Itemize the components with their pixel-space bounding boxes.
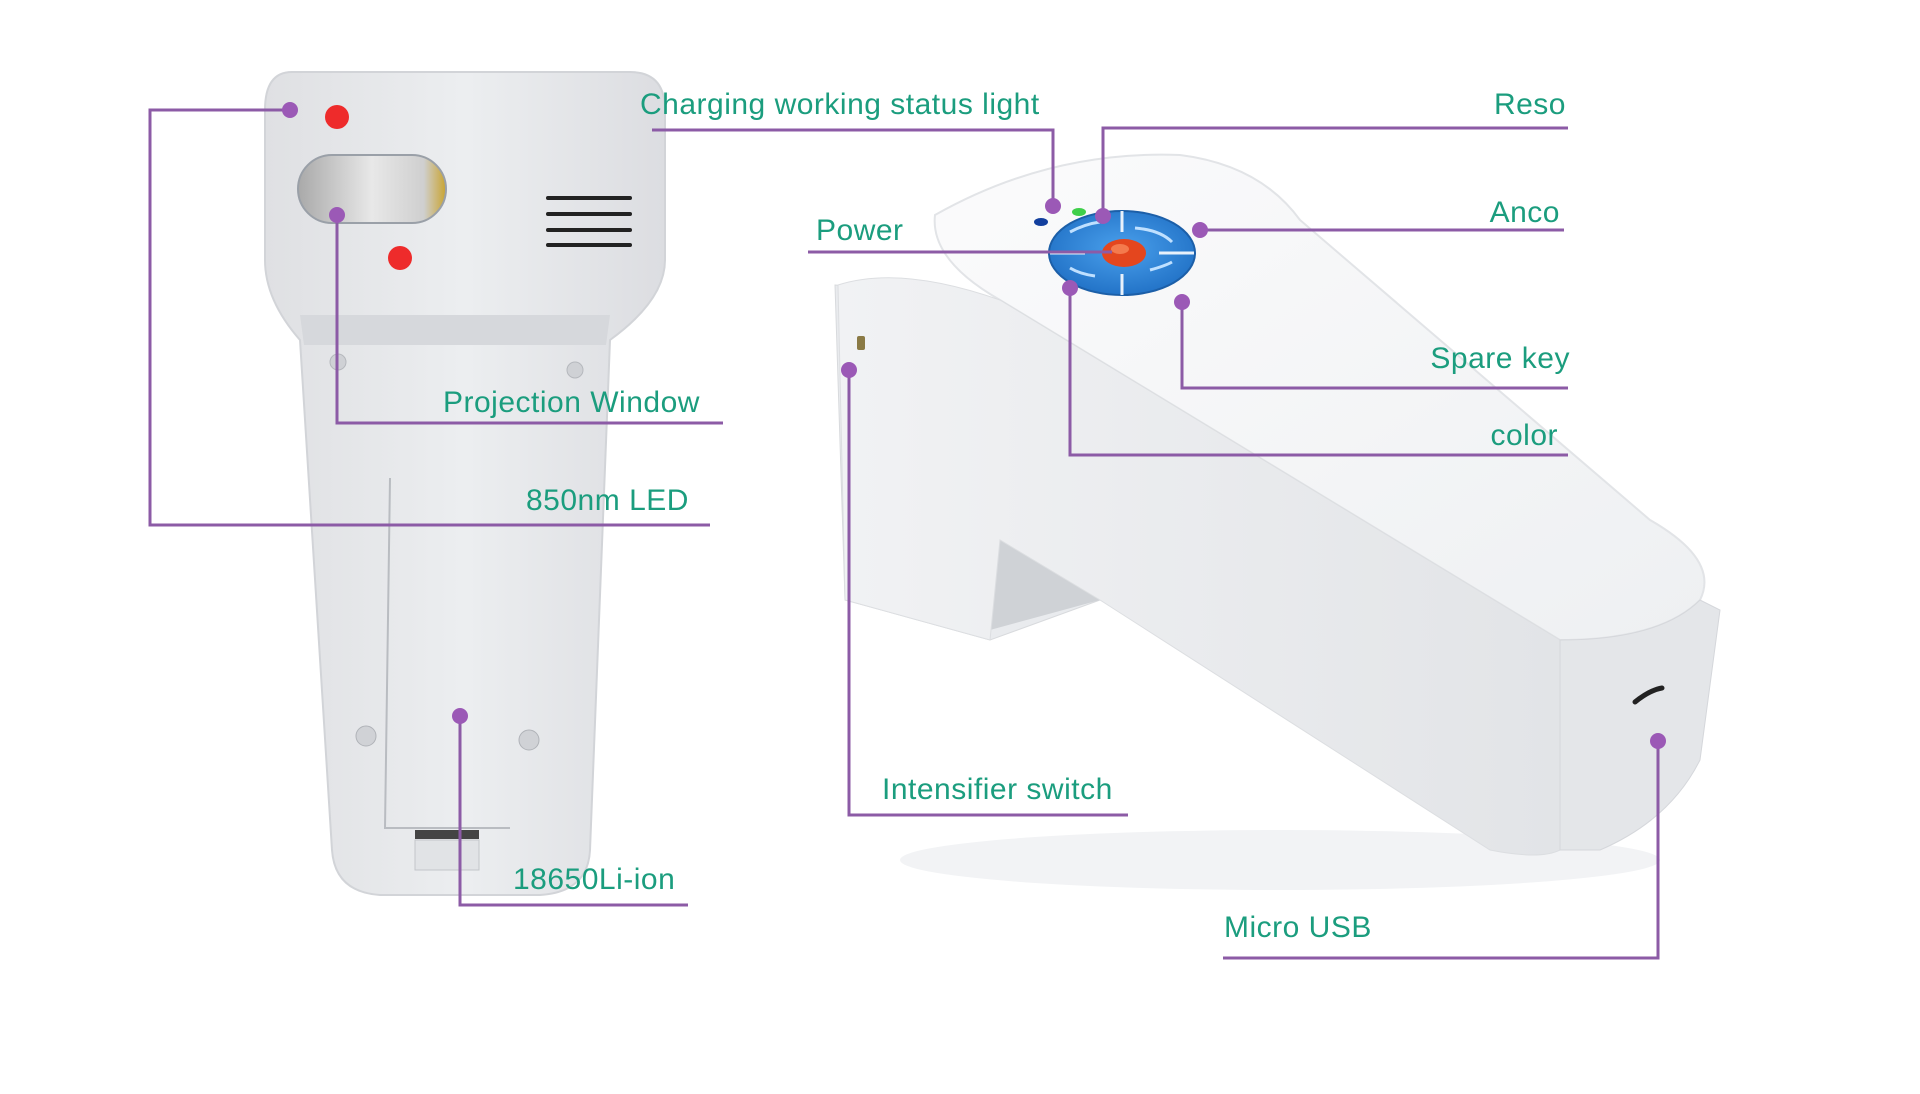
projection-window-glass	[297, 154, 447, 224]
label-battery: 18650Li-ion	[513, 863, 675, 896]
dot-intensifier	[841, 362, 857, 378]
end-face	[1559, 599, 1721, 851]
intensifier-switch[interactable]	[857, 336, 865, 350]
dot-projection-window	[329, 207, 345, 223]
label-charging-status: Charging working status light	[640, 88, 1040, 121]
dot-spare-key	[1174, 294, 1190, 310]
leader-850nm-led	[148, 108, 710, 527]
front-body	[264, 71, 666, 896]
leader-battery	[458, 716, 688, 907]
device-front-view	[264, 71, 666, 896]
battery-latch	[415, 830, 479, 839]
dot-anco	[1192, 222, 1208, 238]
label-reso: Reso	[1494, 88, 1566, 121]
usb-port-icon	[1632, 685, 1665, 705]
led-dot-icon	[388, 246, 412, 270]
screw-icon	[566, 361, 584, 379]
dot-850nm-led	[282, 102, 298, 118]
label-color: color	[1490, 419, 1558, 452]
key-segment-icon[interactable]	[1149, 260, 1173, 272]
battery-cover	[383, 477, 510, 829]
leader-reso	[1101, 126, 1568, 216]
button-cluster	[1048, 210, 1196, 296]
vent-slot-icon	[546, 196, 632, 247]
leader-color	[1068, 288, 1568, 457]
status-light-blue	[1034, 218, 1048, 226]
key-segment-icon[interactable]	[1134, 226, 1174, 244]
dot-reso	[1095, 208, 1111, 224]
leader-lines	[148, 108, 1660, 960]
label-anco: Anco	[1490, 196, 1560, 229]
label-projection-window: Projection Window	[443, 386, 700, 419]
front-head-shadow	[300, 315, 610, 345]
key-segment-icon[interactable]	[1069, 220, 1101, 234]
labels: Charging working status light Reso Power…	[443, 88, 1570, 944]
leader-dots	[282, 102, 1666, 749]
dot-charging-status	[1045, 198, 1061, 214]
leader-intensifier	[847, 370, 1128, 817]
key-segment-icon[interactable]	[1069, 266, 1096, 278]
dot-battery	[452, 708, 468, 724]
device-side-view	[834, 153, 1721, 890]
label-power: Power	[816, 214, 904, 247]
leader-spare-key	[1180, 302, 1568, 390]
dot-micro-usb	[1650, 733, 1666, 749]
leader-micro-usb	[1223, 741, 1660, 960]
label-intensifier: Intensifier switch	[882, 773, 1113, 806]
label-micro-usb: Micro USB	[1224, 911, 1372, 944]
leader-charging-status	[652, 128, 1055, 206]
led-dot-icon	[325, 105, 349, 129]
label-850nm-led: 850nm LED	[526, 484, 689, 517]
status-light-green	[1072, 208, 1086, 216]
screw-icon	[518, 729, 540, 751]
device-shadow	[900, 830, 1660, 890]
screw-icon	[355, 725, 377, 747]
leader-projection-window	[335, 215, 723, 425]
dot-color	[1062, 280, 1078, 296]
battery-latch-base	[414, 839, 480, 871]
label-spare-key: Spare key	[1430, 342, 1570, 375]
